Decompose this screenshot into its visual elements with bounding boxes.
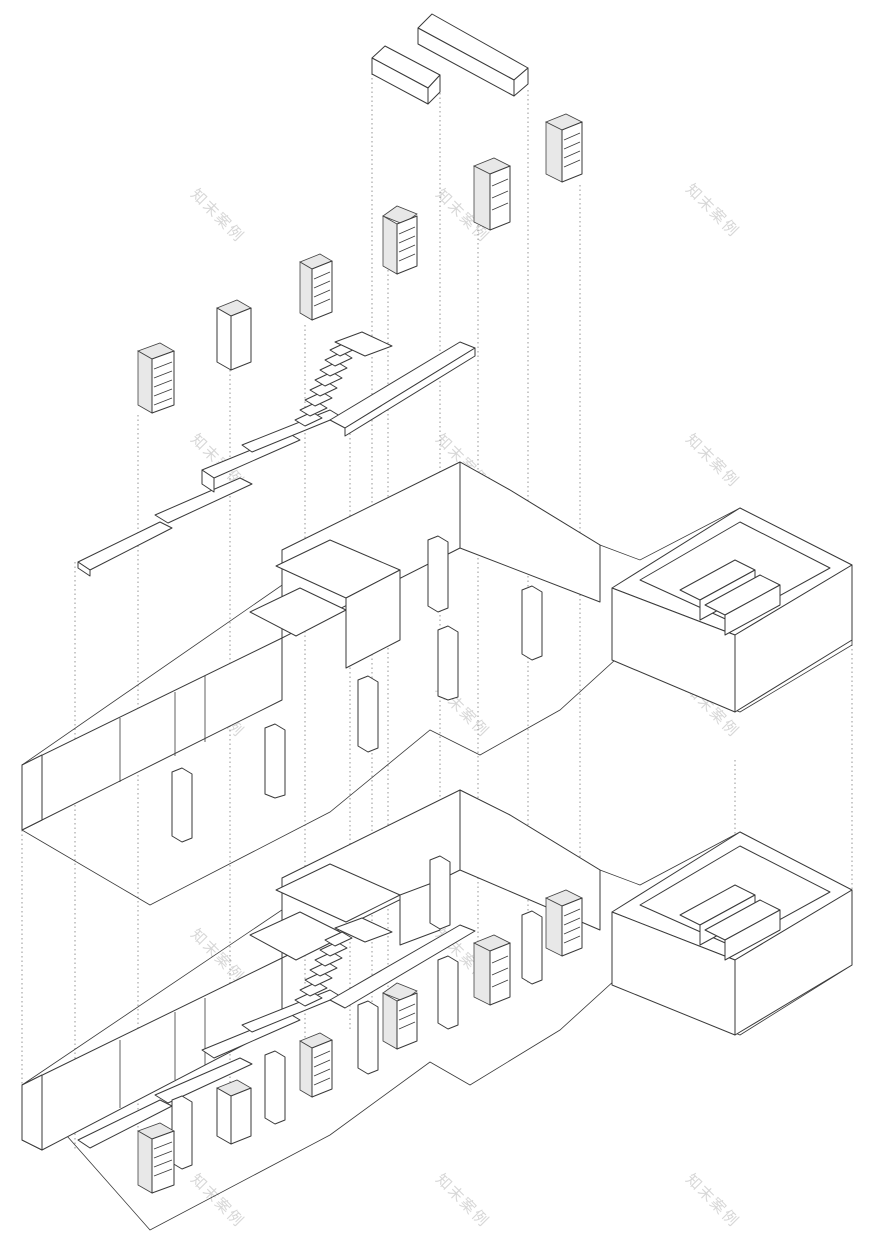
floating-cabinets bbox=[137, 113, 583, 414]
ground-floor-plan bbox=[21, 789, 853, 1231]
stair-and-walkway bbox=[77, 331, 476, 577]
stair-steps bbox=[294, 331, 393, 427]
watermark: 知末案例 bbox=[682, 180, 743, 241]
cabinet bbox=[299, 253, 333, 321]
stair-steps bbox=[294, 917, 393, 1007]
cabinet bbox=[545, 889, 583, 957]
cabinet bbox=[382, 205, 418, 275]
watermark: 知末案例 bbox=[432, 1170, 493, 1231]
bench-blocks bbox=[679, 559, 781, 636]
watermark: 知末案例 bbox=[187, 185, 248, 246]
bench-blocks bbox=[679, 884, 781, 961]
cabinet bbox=[473, 934, 511, 1006]
roof-slabs bbox=[371, 13, 529, 105]
cabinet bbox=[216, 1079, 252, 1145]
cabinet bbox=[473, 157, 511, 231]
watermark: 知末案例 bbox=[682, 430, 743, 491]
watermark: 知末案例 bbox=[187, 925, 248, 986]
cabinet bbox=[137, 342, 175, 414]
upper-floor-plan bbox=[21, 461, 853, 906]
watermark: 知末案例 bbox=[682, 1170, 743, 1231]
cabinet bbox=[545, 113, 583, 183]
watermark: 知末案例 bbox=[187, 1170, 248, 1231]
cabinet bbox=[382, 982, 418, 1050]
cabinet bbox=[216, 299, 252, 371]
cabinet bbox=[299, 1032, 333, 1098]
cabinet bbox=[137, 1122, 175, 1194]
